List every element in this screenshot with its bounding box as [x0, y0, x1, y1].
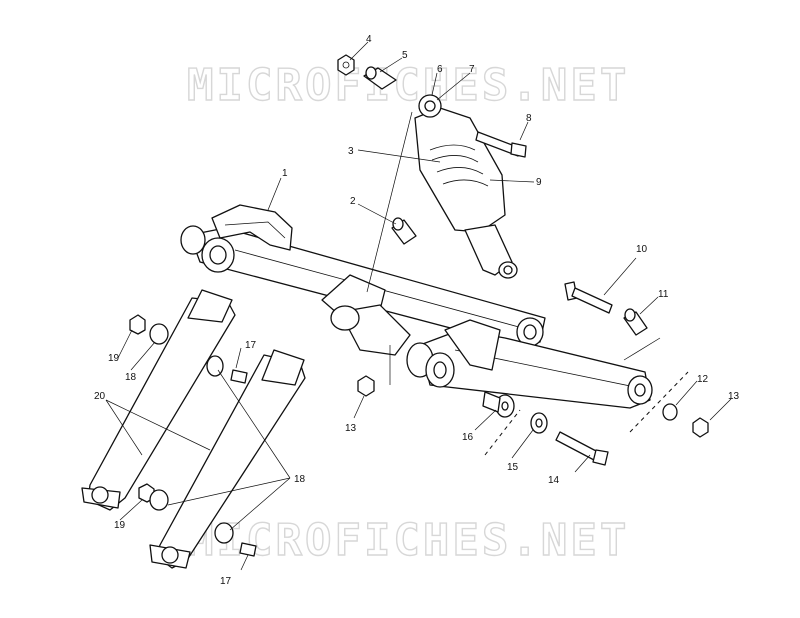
callout-11: 11	[658, 289, 669, 300]
callout-10: 10	[636, 244, 648, 255]
callout-4: 4	[366, 34, 372, 45]
nut-13-middle	[357, 375, 375, 397]
nut-13-right	[692, 417, 709, 438]
torque-arm	[180, 204, 546, 356]
callout-7: 7	[469, 64, 475, 75]
sleeve-11	[623, 308, 648, 336]
alignment-line	[484, 409, 521, 456]
bolt-14	[555, 431, 609, 466]
callout-13-right: 13	[728, 391, 740, 402]
shock-absorber	[414, 94, 518, 279]
callout-16: 16	[462, 432, 474, 443]
alignment-line	[629, 371, 689, 433]
callout-15: 15	[507, 462, 519, 473]
callout-9: 9	[536, 177, 542, 188]
callout-19-bottom: 19	[114, 520, 126, 531]
washer-18-bottom	[149, 489, 169, 511]
callout-14: 14	[548, 475, 560, 486]
watermark-bottom: MICROFICHES.NET	[187, 515, 629, 566]
bolt-17-bottom	[239, 542, 257, 557]
link-left	[81, 289, 236, 511]
bolt-17-top	[230, 369, 248, 384]
callout-13-middle: 13	[345, 423, 357, 434]
callout-6: 6	[437, 64, 443, 75]
shock-top-hardware	[337, 54, 527, 158]
washer-18-low	[214, 522, 234, 544]
callout-12: 12	[697, 374, 709, 385]
callout-5: 5	[402, 50, 408, 61]
nut-19-top	[129, 314, 146, 335]
callout-18-right: 18	[294, 474, 306, 485]
callout-1: 1	[282, 168, 288, 179]
callout-2: 2	[350, 196, 356, 207]
bolt-10	[564, 281, 613, 314]
washer-18-top	[149, 323, 169, 345]
callout-3: 3	[348, 146, 354, 157]
sleeve-2	[391, 217, 417, 245]
watermark-top: MICROFICHES.NET	[187, 60, 629, 111]
callout-20: 20	[94, 391, 106, 402]
callout-17-top: 17	[245, 340, 257, 351]
lower-arm	[406, 319, 653, 409]
callout-17-bottom: 17	[220, 576, 232, 587]
washer-12	[662, 403, 678, 421]
leader-lines	[105, 41, 732, 571]
callout-8: 8	[526, 113, 532, 124]
callout-18-left: 18	[125, 372, 137, 383]
callout-19-top: 19	[108, 353, 120, 364]
link-right	[149, 349, 306, 569]
washer-18-mid	[206, 355, 224, 377]
